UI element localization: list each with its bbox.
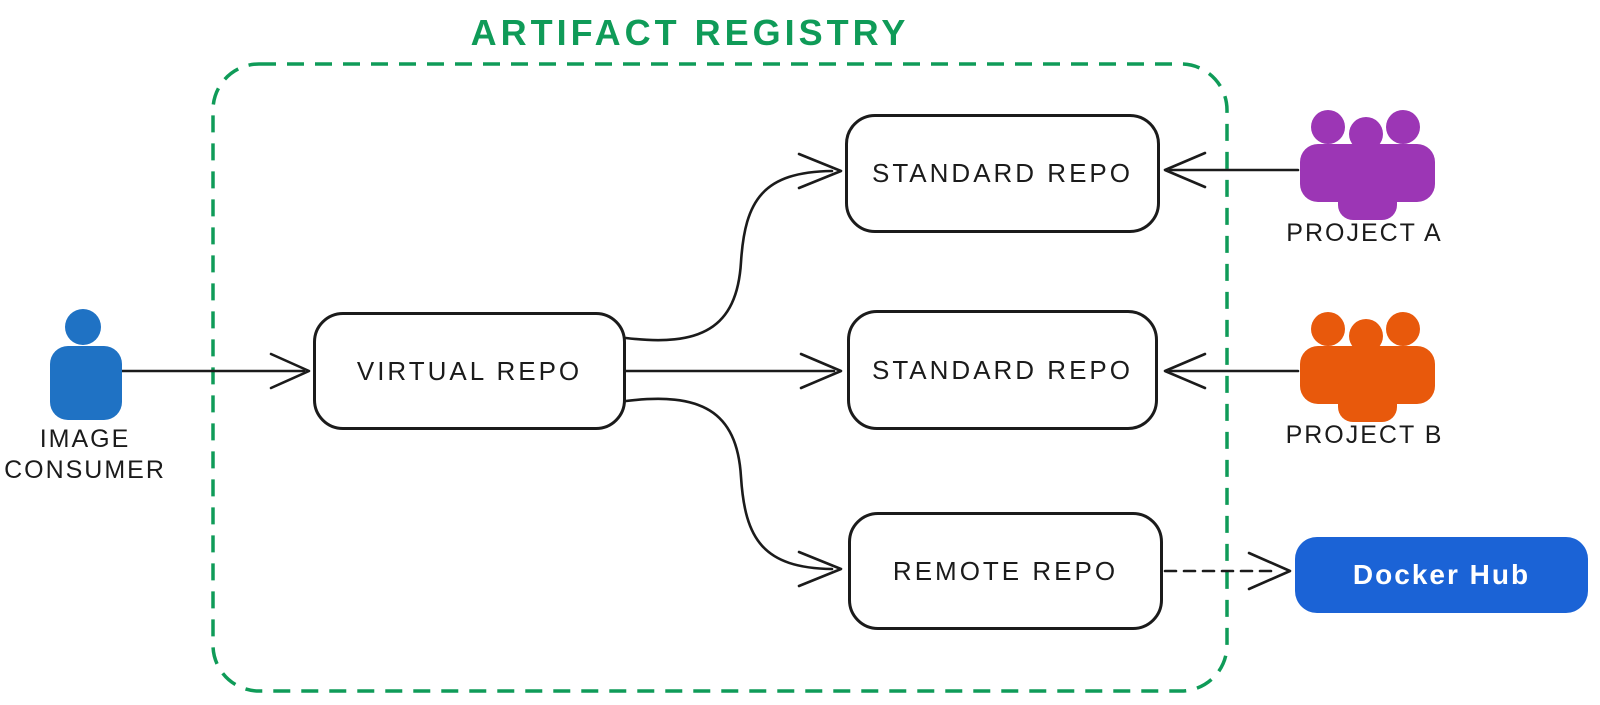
arrow-remote-to-docker-hub bbox=[1163, 551, 1292, 591]
arrow-project-b-to-standard-middle bbox=[1163, 352, 1300, 390]
docker-hub-node: Docker Hub bbox=[1295, 537, 1588, 613]
diagram-title: ARTIFACT REGISTRY bbox=[470, 12, 910, 53]
standard-repo-middle-label: STANDARD REPO bbox=[872, 354, 1133, 385]
arrow-virtual-to-remote bbox=[624, 397, 843, 588]
arrow-virtual-to-standard-middle bbox=[624, 352, 843, 390]
users-icon-project-b bbox=[1300, 312, 1435, 422]
docker-hub-label: Docker Hub bbox=[1352, 559, 1531, 590]
project-a-label: PROJECT A bbox=[1286, 219, 1443, 247]
remote-repo-label: REMOTE REPO bbox=[892, 555, 1119, 586]
arrow-project-a-to-standard-top bbox=[1163, 151, 1300, 189]
artifact-registry-boundary bbox=[211, 62, 1229, 693]
virtual-repo-label: VIRTUAL REPO bbox=[356, 355, 583, 386]
project-b-label: PROJECT B bbox=[1285, 421, 1444, 449]
image-consumer-label: IMAGE CONSUMER bbox=[4, 425, 166, 485]
standard-repo-top-node: STANDARD REPO bbox=[845, 114, 1160, 233]
standard-repo-top-label: STANDARD REPO bbox=[872, 158, 1133, 188]
user-icon bbox=[50, 309, 122, 420]
virtual-repo-node: VIRTUAL REPO bbox=[313, 312, 626, 430]
arrow-virtual-to-standard-top bbox=[624, 152, 843, 342]
standard-repo-middle-node: STANDARD REPO bbox=[847, 310, 1158, 430]
arrow-consumer-to-virtual-repo bbox=[120, 352, 311, 390]
users-icon-project-a bbox=[1300, 110, 1435, 220]
remote-repo-node: REMOTE REPO bbox=[848, 512, 1163, 630]
